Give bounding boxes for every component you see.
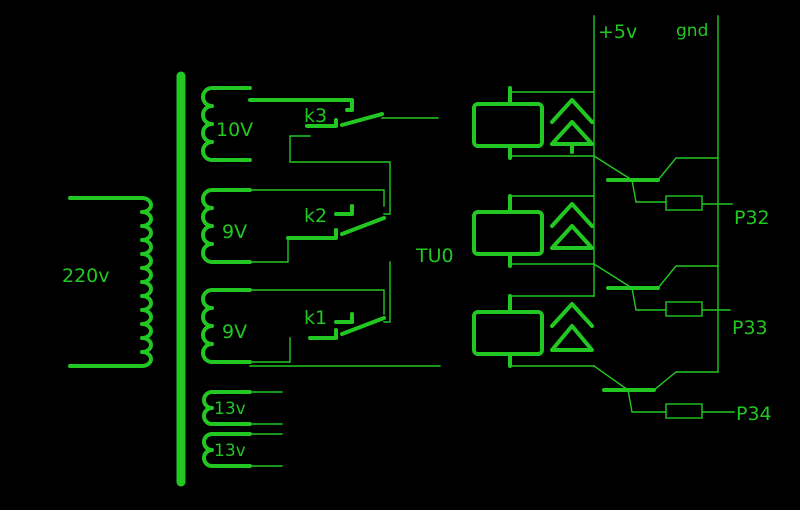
- relay-label-k3: k3: [304, 105, 327, 127]
- wire-k1-common: [249, 337, 291, 363]
- relay-coil-stage-2: [472, 194, 595, 268]
- relay-coil-stage-1: [472, 86, 595, 160]
- output-label-tu0: TU0: [415, 245, 454, 267]
- secondary-label-13v-a: 13v: [214, 399, 246, 419]
- port-label-p32: P32: [734, 207, 770, 229]
- wire-k1-feed: [383, 261, 391, 323]
- secondary-winding-9v-a: [201, 188, 252, 264]
- relay-contact-k3: [248, 98, 439, 128]
- relay-contact-k2: [286, 204, 386, 240]
- primary-winding: [68, 196, 153, 368]
- supply-label-gnd: gnd: [676, 21, 708, 41]
- transistor-3: [593, 365, 735, 419]
- relay-label-k1: k1: [304, 307, 327, 329]
- relay-label-k2: k2: [304, 205, 327, 227]
- transistor-1: [593, 155, 733, 211]
- base-resistor-2: [665, 301, 703, 317]
- secondary-winding-13v-b: [202, 432, 252, 468]
- relay-coil-3: [472, 310, 544, 356]
- transformer: 220v 10V 9V 9V 13v 13v: [62, 71, 283, 487]
- relay-coil-1: [472, 102, 544, 148]
- supply-rails: [593, 15, 719, 373]
- secondary-label-13v-b: 13v: [214, 441, 246, 461]
- relay-contact-k1: [308, 312, 386, 340]
- transistor-drivers: [593, 155, 735, 419]
- supply-label-plus-5v: +5v: [598, 21, 637, 43]
- relay-coil-2: [472, 210, 544, 256]
- flyback-diode-2: [550, 202, 594, 250]
- wire-k2-common: [249, 237, 289, 263]
- relay-contacts: k3 k2 k1: [248, 98, 441, 367]
- port-label-p33: P33: [732, 317, 768, 339]
- flyback-diode-3: [550, 302, 594, 352]
- secondary-winding-9v-b: [201, 288, 252, 364]
- transistor-2: [593, 263, 731, 317]
- relay-coil-stages: [472, 86, 595, 368]
- port-label-p34: P34: [736, 403, 772, 425]
- primary-voltage-label: 220v: [62, 265, 110, 287]
- base-resistor-1: [665, 195, 703, 211]
- secondary-label-9v-b: 9V: [222, 321, 247, 343]
- relay-coil-stage-3: [472, 294, 595, 368]
- secondary-winding-10v: [201, 86, 252, 162]
- wire-9v-a-to-k2: [249, 189, 385, 207]
- secondary-winding-13v-a: [202, 390, 252, 426]
- wire-k3-to-k2: [289, 135, 391, 215]
- secondary-label-10v: 10V: [216, 119, 253, 141]
- base-resistor-3: [665, 403, 703, 419]
- secondary-label-9v-a: 9V: [222, 221, 247, 243]
- flyback-diode-1: [550, 98, 594, 154]
- wire-k2-to-k1: [249, 289, 385, 315]
